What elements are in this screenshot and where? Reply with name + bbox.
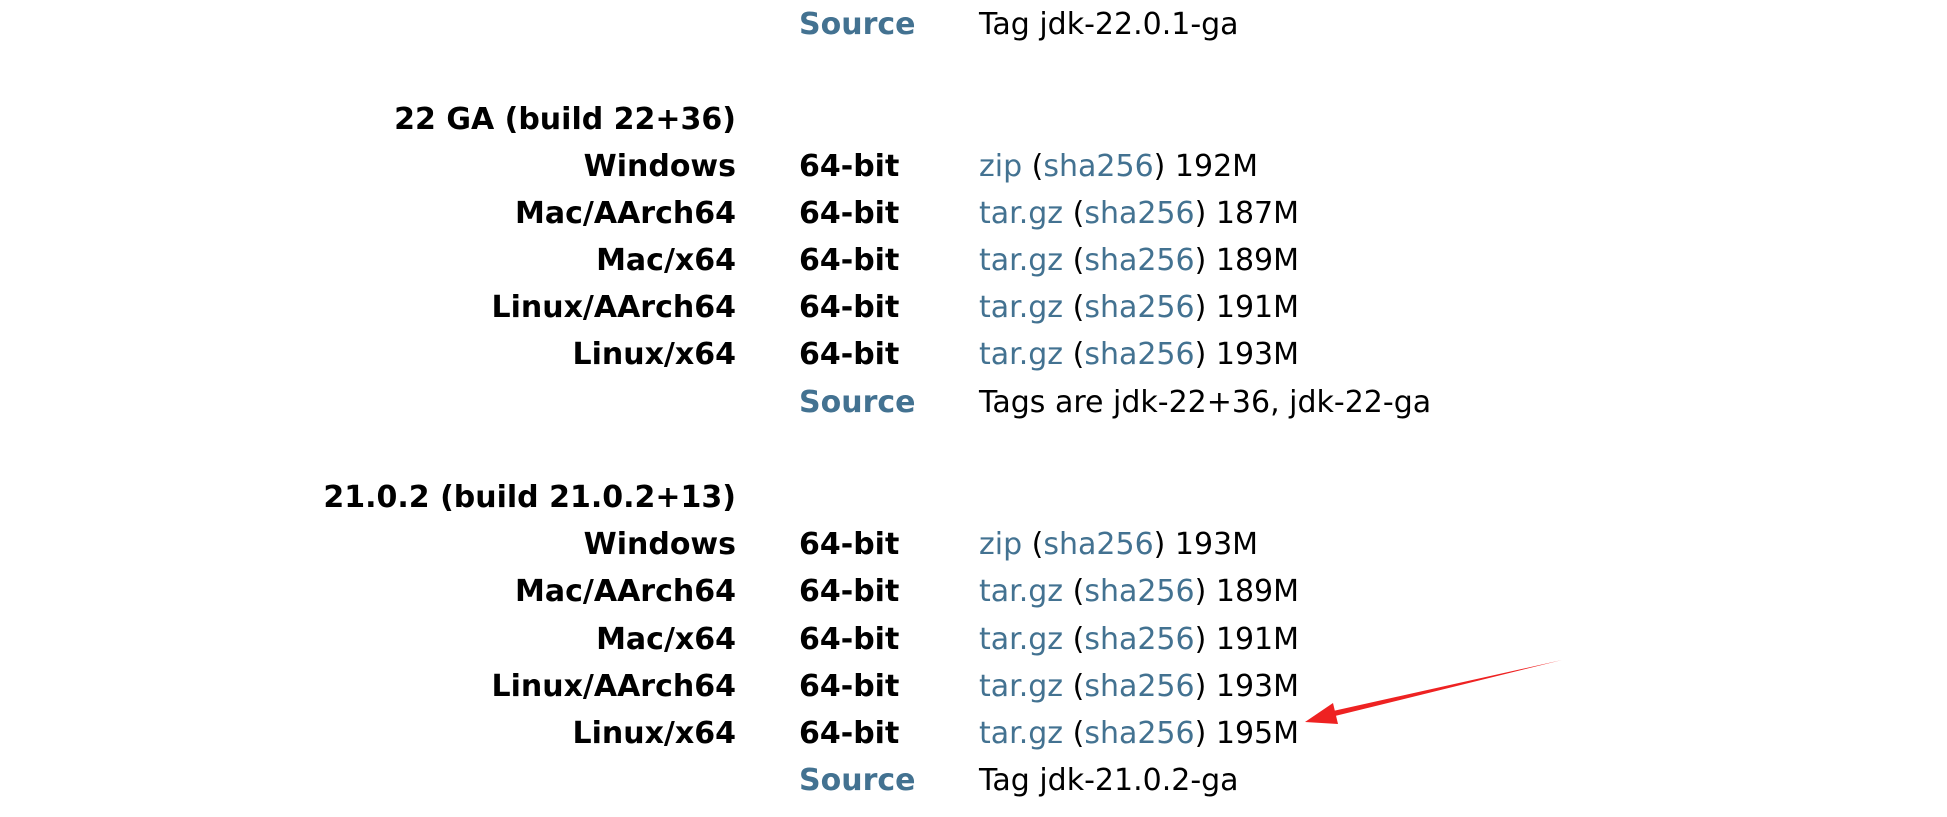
checksum-link[interactable]: sha256 [1084, 290, 1195, 325]
download-link[interactable]: tar.gz [979, 290, 1064, 325]
top-source-row: Source Tag jdk-22.0.1-ga [0, 5, 1947, 45]
download-link[interactable]: zip [979, 149, 1023, 184]
platform-label: Mac/AArch64 [515, 574, 736, 609]
source-tag-text: Tag jdk-22.0.1-ga [979, 7, 1239, 42]
file-size: 195M [1215, 716, 1300, 751]
platform-label: Mac/AArch64 [515, 196, 736, 231]
checksum-link[interactable]: sha256 [1043, 527, 1154, 562]
download-link[interactable]: tar.gz [979, 337, 1064, 372]
checksum-link[interactable]: sha256 [1084, 574, 1195, 609]
table-row: Windows 64-bit zip (sha256) 192M [0, 147, 1947, 187]
platform-label: Mac/x64 [596, 622, 736, 657]
file-size: 189M [1215, 574, 1300, 609]
download-link[interactable]: zip [979, 527, 1023, 562]
checksum-link[interactable]: sha256 [1084, 622, 1195, 657]
table-row: Linux/AArch64 64-bit tar.gz (sha256) 193… [0, 667, 1947, 707]
source-link[interactable]: Source [799, 7, 916, 42]
platform-label: Windows [583, 149, 736, 184]
source-row: Source Tags are jdk-22+36, jdk-22-ga [0, 383, 1947, 423]
checksum-link[interactable]: sha256 [1084, 243, 1195, 278]
checksum-link[interactable]: sha256 [1084, 196, 1195, 231]
file-size: 191M [1215, 622, 1300, 657]
arch-label: 64-bit [799, 716, 900, 751]
source-link[interactable]: Source [799, 763, 916, 798]
platform-label: Linux/AArch64 [491, 290, 736, 325]
file-size: 192M [1174, 149, 1259, 184]
arch-label: 64-bit [799, 574, 900, 609]
file-size: 191M [1215, 290, 1300, 325]
checksum-link[interactable]: sha256 [1084, 716, 1195, 751]
file-size: 189M [1215, 243, 1300, 278]
download-link[interactable]: tar.gz [979, 574, 1064, 609]
table-row: Mac/AArch64 64-bit tar.gz (sha256) 187M [0, 194, 1947, 234]
table-row: Linux/x64 64-bit tar.gz (sha256) 193M [0, 335, 1947, 375]
download-link[interactable]: tar.gz [979, 622, 1064, 657]
checksum-link[interactable]: sha256 [1084, 669, 1195, 704]
arch-label: 64-bit [799, 622, 900, 657]
source-tag-text: Tag jdk-21.0.2-ga [979, 763, 1239, 798]
source-tag-text: Tags are jdk-22+36, jdk-22-ga [979, 385, 1432, 420]
release-title: 21.0.2 (build 21.0.2+13) [323, 480, 736, 515]
checksum-link[interactable]: sha256 [1084, 337, 1195, 372]
table-row: Linux/AArch64 64-bit tar.gz (sha256) 191… [0, 288, 1947, 328]
file-size: 193M [1215, 669, 1300, 704]
table-row: Mac/x64 64-bit tar.gz (sha256) 191M [0, 620, 1947, 660]
arch-label: 64-bit [799, 243, 900, 278]
download-cell: tar.gz (sha256) 193M [979, 337, 1300, 372]
arch-label: 64-bit [799, 196, 900, 231]
table-row: Linux/x64 64-bit tar.gz (sha256) 195M [0, 714, 1947, 754]
source-row: Source Tag jdk-21.0.2-ga [0, 761, 1947, 801]
arch-label: 64-bit [799, 337, 900, 372]
download-cell: tar.gz (sha256) 189M [979, 574, 1300, 609]
download-cell: tar.gz (sha256) 195M [979, 716, 1300, 751]
arch-label: 64-bit [799, 669, 900, 704]
download-link[interactable]: tar.gz [979, 669, 1064, 704]
download-link[interactable]: tar.gz [979, 716, 1064, 751]
download-cell: tar.gz (sha256) 187M [979, 196, 1300, 231]
arch-label: 64-bit [799, 149, 900, 184]
platform-label: Linux/x64 [572, 337, 736, 372]
checksum-link[interactable]: sha256 [1043, 149, 1154, 184]
download-link[interactable]: tar.gz [979, 196, 1064, 231]
file-size: 187M [1215, 196, 1300, 231]
download-cell: zip (sha256) 192M [979, 149, 1259, 184]
platform-label: Windows [583, 527, 736, 562]
platform-label: Linux/x64 [572, 716, 736, 751]
file-size: 193M [1215, 337, 1300, 372]
download-link[interactable]: tar.gz [979, 243, 1064, 278]
platform-label: Linux/AArch64 [491, 669, 736, 704]
download-cell: zip (sha256) 193M [979, 527, 1259, 562]
download-cell: tar.gz (sha256) 193M [979, 669, 1300, 704]
table-row: Mac/AArch64 64-bit tar.gz (sha256) 189M [0, 572, 1947, 612]
table-row: Mac/x64 64-bit tar.gz (sha256) 189M [0, 241, 1947, 281]
release-title-row: 22 GA (build 22+36) [0, 100, 1947, 140]
release-title: 22 GA (build 22+36) [394, 102, 736, 137]
release-title-row: 21.0.2 (build 21.0.2+13) [0, 478, 1947, 518]
source-link[interactable]: Source [799, 385, 916, 420]
arch-label: 64-bit [799, 527, 900, 562]
download-cell: tar.gz (sha256) 189M [979, 243, 1300, 278]
download-cell: tar.gz (sha256) 191M [979, 290, 1300, 325]
file-size: 193M [1174, 527, 1259, 562]
download-cell: tar.gz (sha256) 191M [979, 622, 1300, 657]
arch-label: 64-bit [799, 290, 900, 325]
platform-label: Mac/x64 [596, 243, 736, 278]
table-row: Windows 64-bit zip (sha256) 193M [0, 525, 1947, 565]
